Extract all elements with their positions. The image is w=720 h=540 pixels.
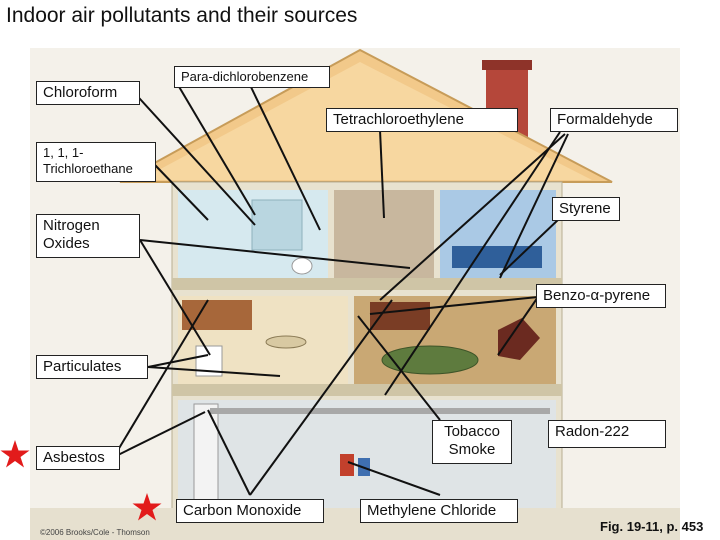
ground	[30, 508, 680, 540]
line-co-1	[249, 299, 393, 496]
label-methylene-chloride: Methylene Chloride	[360, 499, 518, 523]
fireplace	[498, 318, 540, 360]
label-styrene: Styrene	[552, 197, 620, 221]
shower	[251, 199, 303, 251]
figure-reference: Fig. 19-11, p. 453	[600, 519, 704, 534]
label-particulates: Particulates	[36, 355, 148, 379]
line-chloroform	[129, 87, 256, 226]
page-title: Indoor air pollutants and their sources	[6, 4, 358, 27]
line-particulates-2	[147, 366, 281, 377]
label-nitrogen-oxides: Nitrogen Oxides	[36, 214, 140, 258]
paint-can-1	[340, 454, 354, 476]
line-co-2	[207, 409, 251, 496]
line-nitrogen-1	[139, 239, 411, 269]
line-methylene	[347, 461, 441, 496]
bookshelf	[370, 302, 430, 330]
label-chloroform: Chloroform	[36, 81, 140, 105]
line-asbestos-2	[117, 411, 206, 456]
water-heater	[193, 403, 219, 505]
rug	[381, 345, 479, 375]
pipes	[210, 408, 550, 414]
toilet	[291, 257, 313, 275]
label-asbestos: Asbestos	[36, 446, 120, 470]
label-trichloroethane: 1, 1, 1- Trichloroethane	[36, 142, 156, 182]
line-benzo-2	[497, 296, 539, 356]
label-para-dichlorobenzene: Para-dichlorobenzene	[174, 66, 330, 88]
line-formaldehyde-1	[384, 131, 561, 396]
star-icon	[132, 493, 162, 521]
line-tobacco	[357, 315, 441, 421]
label-tobacco-smoke: Tobacco Smoke	[432, 420, 512, 464]
label-benzo-a-pyrene: Benzo-α-pyrene	[536, 284, 666, 308]
floor-middle	[172, 384, 562, 396]
line-nitrogen-2	[139, 239, 211, 356]
copyright-text: ©2006 Brooks/Cole - Thomson	[40, 528, 150, 537]
line-trichloroethane	[154, 164, 209, 221]
line-styrene	[499, 217, 561, 276]
line-formaldehyde-2	[379, 133, 566, 301]
label-tetrachloroethylene: Tetrachloroethylene	[326, 108, 518, 132]
line-para-1	[177, 84, 256, 216]
star-icon	[0, 440, 30, 468]
floor-upper	[172, 278, 562, 290]
line-benzo-1	[369, 296, 539, 315]
line-formaldehyde-3	[499, 133, 569, 279]
chimney-cap	[482, 60, 532, 70]
bed	[452, 246, 542, 268]
line-para-2	[249, 84, 321, 231]
label-carbon-monoxide: Carbon Monoxide	[176, 499, 324, 523]
line-tetrachloro	[379, 129, 385, 219]
label-radon-222: Radon-222	[548, 420, 666, 448]
dining-table	[265, 335, 307, 349]
pointer-lines	[117, 84, 569, 496]
line-asbestos-1	[117, 299, 209, 451]
label-formaldehyde: Formaldehyde	[550, 108, 678, 132]
line-particulates-1	[147, 354, 209, 368]
